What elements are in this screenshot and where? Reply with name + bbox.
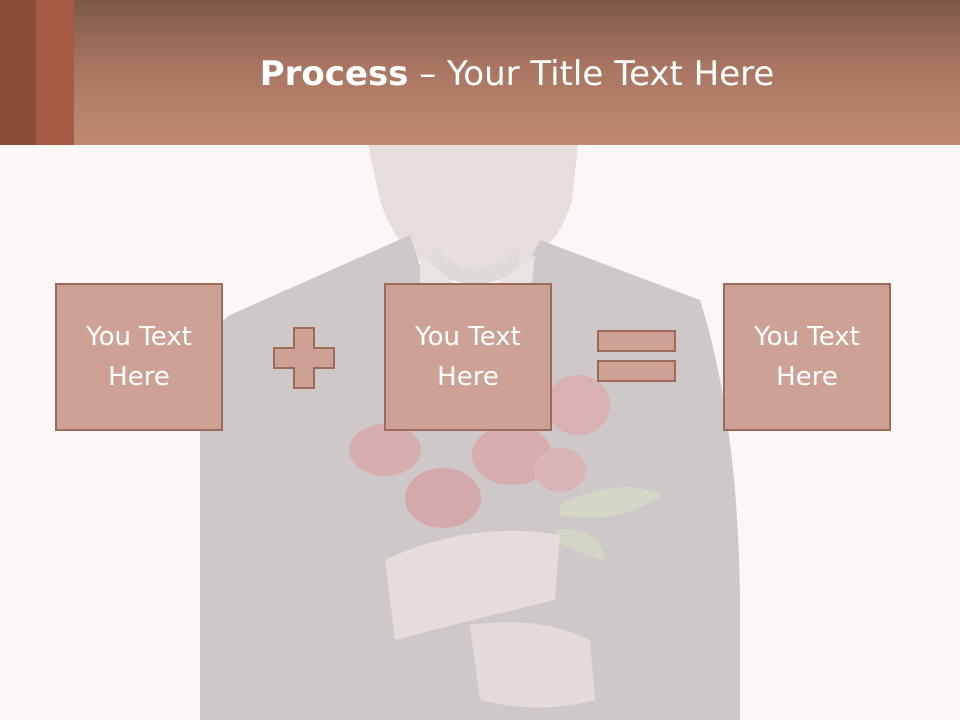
equals-icon [597, 330, 676, 382]
beard [432, 245, 520, 284]
process-box-label: You Text Here [86, 322, 192, 392]
title-bar: Process – Your Title Text Here [0, 0, 960, 145]
process-box-3[interactable]: You Text Here [723, 283, 891, 431]
process-box-1[interactable]: You Text Here [55, 283, 223, 431]
plus-icon [273, 327, 335, 389]
accent-stripe [36, 0, 74, 145]
slide-title[interactable]: Process – Your Title Text Here [74, 50, 960, 98]
background-photo [200, 145, 740, 720]
title-bold: Process [259, 54, 409, 94]
head [368, 145, 578, 285]
hands [385, 530, 595, 708]
process-box-label: You Text Here [754, 322, 860, 392]
title-rest: – Your Title Text Here [408, 54, 775, 94]
rose-bouquet [349, 375, 662, 560]
process-box-label: You Text Here [415, 322, 521, 392]
process-box-2[interactable]: You Text Here [384, 283, 552, 431]
accent-stripe [0, 0, 36, 145]
